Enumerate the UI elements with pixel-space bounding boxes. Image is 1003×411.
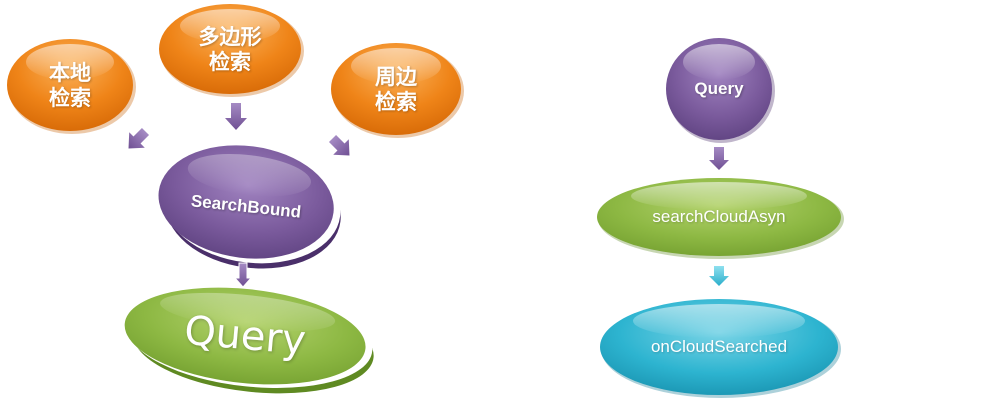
oncloudsearched-label: onCloudSearched [650,337,788,356]
arrow-polygon-to-searchbound [225,103,247,130]
searchbound-node [158,145,341,269]
arrow-query-to-searchcloudasyn [709,147,729,170]
arrow-searchcloudasyn-to-oncloudsearched [709,266,729,286]
query-step-node [666,38,775,143]
oncloudsearched-node [600,299,841,398]
arrow-searchbound-to-query [233,262,253,288]
query-step-label: Query [694,79,744,98]
source-node-local [7,39,136,134]
searchcloudasyn-label: searchCloudAsyn [652,207,786,226]
source-node-polygon [159,4,304,97]
searchcloudasyn-node [597,178,844,259]
arrow-nearby-to-searchbound [328,134,350,156]
query-result-node [124,287,374,394]
source-label-local: 本地 检索 [49,61,91,110]
source-label-nearby: 周边 检索 [375,65,417,114]
source-label-polygon: 多边形 检索 [198,25,262,74]
source-node-nearby [331,43,464,138]
arrow-local-to-searchbound [128,127,150,149]
